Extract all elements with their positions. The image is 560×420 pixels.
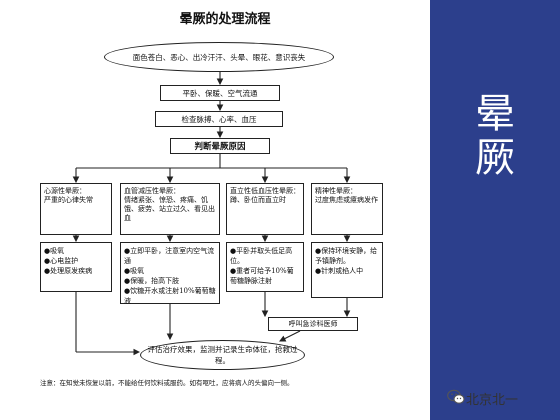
attention-note: 注意：在知觉未恢复以前，不能给任何饮料或服药。如有呕吐，应将病人的头偏向一侧。 xyxy=(40,379,294,387)
category-detail: 情绪紧张、惊恐、疼痛、饥饿、疲劳、站立过久、看见出血 xyxy=(124,196,215,222)
category-detail: 蹲、卧位而直立时 xyxy=(230,196,286,204)
wechat-icon xyxy=(447,389,465,404)
category-vasodepressor: 血管减压性晕厥： 情绪紧张、惊恐、疼痛、饥饿、疲劳、站立过久、看见出血 xyxy=(120,183,220,235)
category-detail: 严重的心律失常 xyxy=(44,196,93,204)
treatment-item: ●平卧并取头低足高位。 xyxy=(230,247,293,265)
treatment-psychogenic: ●保持环境安静，给予镇静剂。 ●针刺或掐人中 xyxy=(311,242,383,298)
treatment-item: ●保持环境安静，给予镇静剂。 xyxy=(315,247,378,265)
watermark-text: 北京北一 xyxy=(466,393,519,408)
category-label: 直立性低血压性晕厥： xyxy=(230,187,300,195)
treatment-cardiogenic: ●吸氧 ●心电监护 ●处理原发疾病 xyxy=(40,242,112,292)
evaluate-oval: 评估治疗效果，监测并记录生命体征，抢救过程。 xyxy=(140,340,305,370)
step-lie-flat: 平卧、保暖、空气流通 xyxy=(160,85,280,101)
category-psychogenic: 精神性晕厥： 过度焦虑或癔病发作 xyxy=(311,183,383,235)
treatment-item: ●重者可给予10%葡萄糖静脉注射 xyxy=(230,267,294,285)
category-label: 血管减压性晕厥： xyxy=(124,187,180,195)
category-detail: 过度焦虑或癔病发作 xyxy=(315,196,378,204)
category-label: 精神性晕厥： xyxy=(315,187,357,195)
side-title: 晕 厥 xyxy=(475,91,515,181)
call-emergency-doctor-box: 呼叫急诊科医师 xyxy=(268,317,358,331)
treatment-item: ●保暖，抬高下肢 xyxy=(124,277,180,285)
treatment-item: ●吸氧 xyxy=(44,247,65,255)
flowchart-title: 晕厥的处理流程 xyxy=(179,12,271,27)
category-label: 心源性晕厥： xyxy=(44,187,86,195)
category-orthostatic: 直立性低血压性晕厥： 蹲、卧位而直立时 xyxy=(226,183,304,235)
arrow-call-evaluate xyxy=(279,330,301,342)
treatment-orthostatic: ●平卧并取头低足高位。 ●重者可给予10%葡萄糖静脉注射 xyxy=(226,242,304,292)
step-determine-cause: 判断晕厥原因 xyxy=(170,138,270,154)
category-cardiogenic: 心源性晕厥： 严重的心律失常 xyxy=(40,183,112,235)
treatment-item: ●心电监护 xyxy=(44,257,79,265)
step-check-vitals: 检查脉搏、心率、血压 xyxy=(155,111,283,127)
side-panel xyxy=(430,0,560,420)
treatment-item: ●立即平卧，注意室内空气流通 xyxy=(124,247,215,265)
treatment-item: ●处理原发疾病 xyxy=(44,267,93,275)
treatment-item: ●饮糖开水或注射10%葡萄糖液 xyxy=(124,287,216,305)
treatment-vasodepressor: ●立即平卧，注意室内空气流通 ●吸氧 ●保暖，抬高下肢 ●饮糖开水或注射10%葡… xyxy=(120,242,220,305)
treatment-item: ●吸氧 xyxy=(124,267,145,275)
treatment-item: ●针刺或掐人中 xyxy=(315,267,364,275)
symptoms-oval: 面色苍白、恶心、出冷汗汗、头晕、眼花、意识丧失 xyxy=(104,42,334,72)
